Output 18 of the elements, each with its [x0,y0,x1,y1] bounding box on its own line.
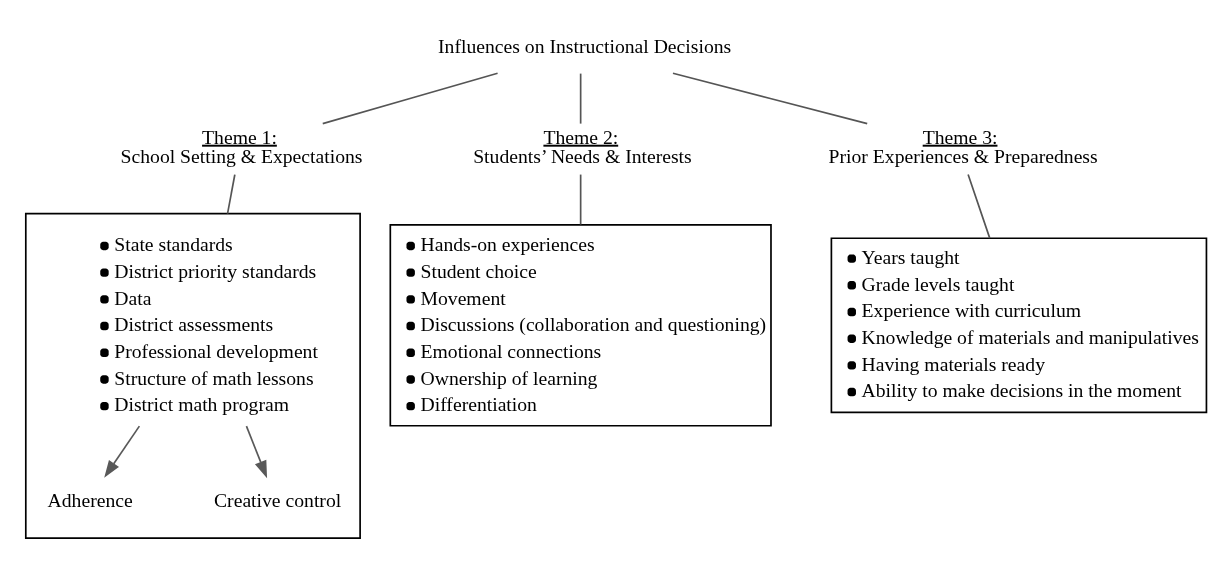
connector [321,71,499,124]
node-text: Theme 3: Prior Experiences & Preparedness [828,125,1098,167]
node-text: Creative control [214,488,342,511]
arrow [245,424,268,478]
connector [579,173,582,225]
node-text: Theme 1: School Setting & Expectations [120,125,363,167]
arrow [104,424,141,478]
connector [226,173,236,214]
node-text: Adherence [47,488,133,511]
node-text: Influences on Instructional Decisions [438,34,732,57]
connector [579,72,582,124]
node-box: Years taught Grade levels taught Experience with curriculum Knowledge of materials and manipulatives Having materials ready Ability to make decisions in the moment [830,236,1208,413]
node-box: Hands-on experiences Student choice Movement Discussions (collaboration and questioning) Emotional connections Ownership of learning Differentiation [389,223,772,427]
connector [672,71,869,124]
cluster [24,212,361,539]
connector [967,173,991,239]
node-text: Theme 2: Students’ Needs & Interests [473,125,692,167]
node-text: State standards District priority standards Data District assessments Professional development Structure of math lessons District math program [114,232,318,415]
